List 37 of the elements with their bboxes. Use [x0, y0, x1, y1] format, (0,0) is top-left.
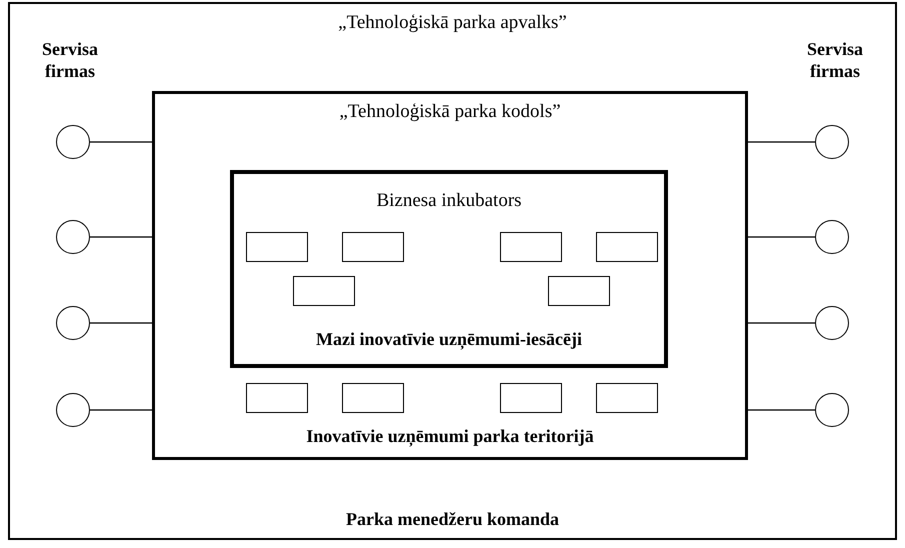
shell-heading: „Tehnoloģiskā parka apvalks” [338, 12, 567, 34]
service-firms-label: Servisa firmas [41, 38, 99, 82]
connector-line [746, 141, 815, 143]
management-team-label: Parka menedžeru komanda [346, 508, 559, 530]
company-box [293, 276, 355, 306]
company-box [342, 383, 404, 413]
company-box [246, 383, 308, 413]
service-firm-circle [815, 393, 849, 427]
connector-line [746, 236, 815, 238]
startups-label: Mazi inovatīvie uzņēmumi-iesācēji [316, 328, 582, 350]
company-box [548, 276, 610, 306]
service-firm-circle [56, 125, 90, 159]
park-shell-frame [8, 2, 897, 540]
core-heading: „Tehnoloģiskā parka kodols” [339, 101, 561, 123]
service-firm-circle [815, 125, 849, 159]
company-box [246, 232, 308, 262]
connector-line [90, 236, 154, 238]
connector-line [746, 409, 815, 411]
connector-line [90, 141, 154, 143]
park-companies-label: Inovatīvie uzņēmumi parka teritorijā [306, 425, 594, 447]
connector-line [90, 409, 154, 411]
company-box [500, 383, 562, 413]
incubator-heading: Biznesa inkubators [376, 190, 522, 212]
company-box [596, 383, 658, 413]
company-box [342, 232, 404, 262]
service-firm-circle [56, 220, 90, 254]
service-firm-circle [815, 306, 849, 340]
connector-line [746, 322, 815, 324]
company-box [596, 232, 658, 262]
service-firms-label: Servisa firmas [806, 38, 864, 82]
connector-line [90, 322, 154, 324]
service-firm-circle [815, 220, 849, 254]
service-firm-circle [56, 393, 90, 427]
service-firm-circle [56, 306, 90, 340]
park-core-box [152, 91, 748, 460]
business-incubator-box [230, 170, 668, 368]
company-box [500, 232, 562, 262]
